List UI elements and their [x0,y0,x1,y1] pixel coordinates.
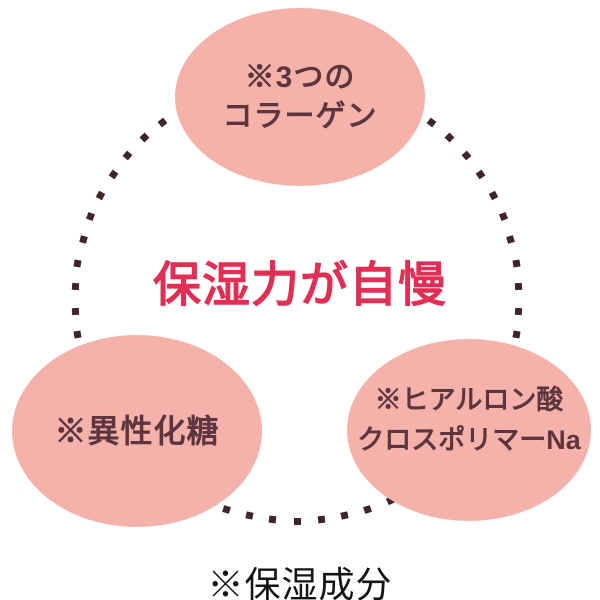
bubble-hyaluronic-acid-line-1: ※ヒアルロン酸 [374,385,564,415]
bubble-collagen-line-1: ※3つの [244,61,356,94]
dotted-circle-dot [221,504,231,514]
dotted-circle-dot [340,511,349,520]
dotted-circle-dot [426,117,437,128]
dotted-circle-dot [96,190,106,200]
dotted-circle-dot [475,169,486,180]
bubble-isomerized-sugar: ※異性化糖 [12,335,262,527]
dotted-circle-dot [108,169,119,180]
dotted-circle-dot [461,150,472,161]
dotted-circle-dot [363,504,373,514]
dotted-circle-dot [78,235,88,244]
dotted-circle-dot [317,515,325,524]
bubble-collagen-line-2: コラーゲン [222,100,378,133]
dotted-circle-dot [139,132,150,143]
dotted-circle-dot [86,212,96,222]
bubble-hyaluronic-acid: ※ヒアルロン酸 クロスポリマーNa [347,339,591,521]
dotted-circle-dot [498,212,508,222]
dotted-circle-dot [506,235,516,244]
dotted-circle-dot [269,515,277,524]
dotted-circle-dot [512,330,521,339]
headline-moisturizing-power: 保湿力が自慢 [152,259,447,312]
bubble-hyaluronic-acid-line-2: クロスポリマーNa [357,425,581,455]
bubble-isomerized-sugar-line-1: ※異性化糖 [54,413,220,449]
dotted-circle-dot [488,190,498,200]
dotted-circle-dot [444,132,455,143]
caption-moisturizing-ingredients: ※保湿成分 [207,564,393,600]
dotted-circle-dot [245,511,254,520]
dotted-circle-dot [73,330,82,339]
dotted-circle-dot [157,117,168,128]
dotted-circle-dot [293,517,301,525]
bubble-collagen: ※3つの コラーゲン [175,8,425,186]
dotted-circle-dot [122,150,133,161]
